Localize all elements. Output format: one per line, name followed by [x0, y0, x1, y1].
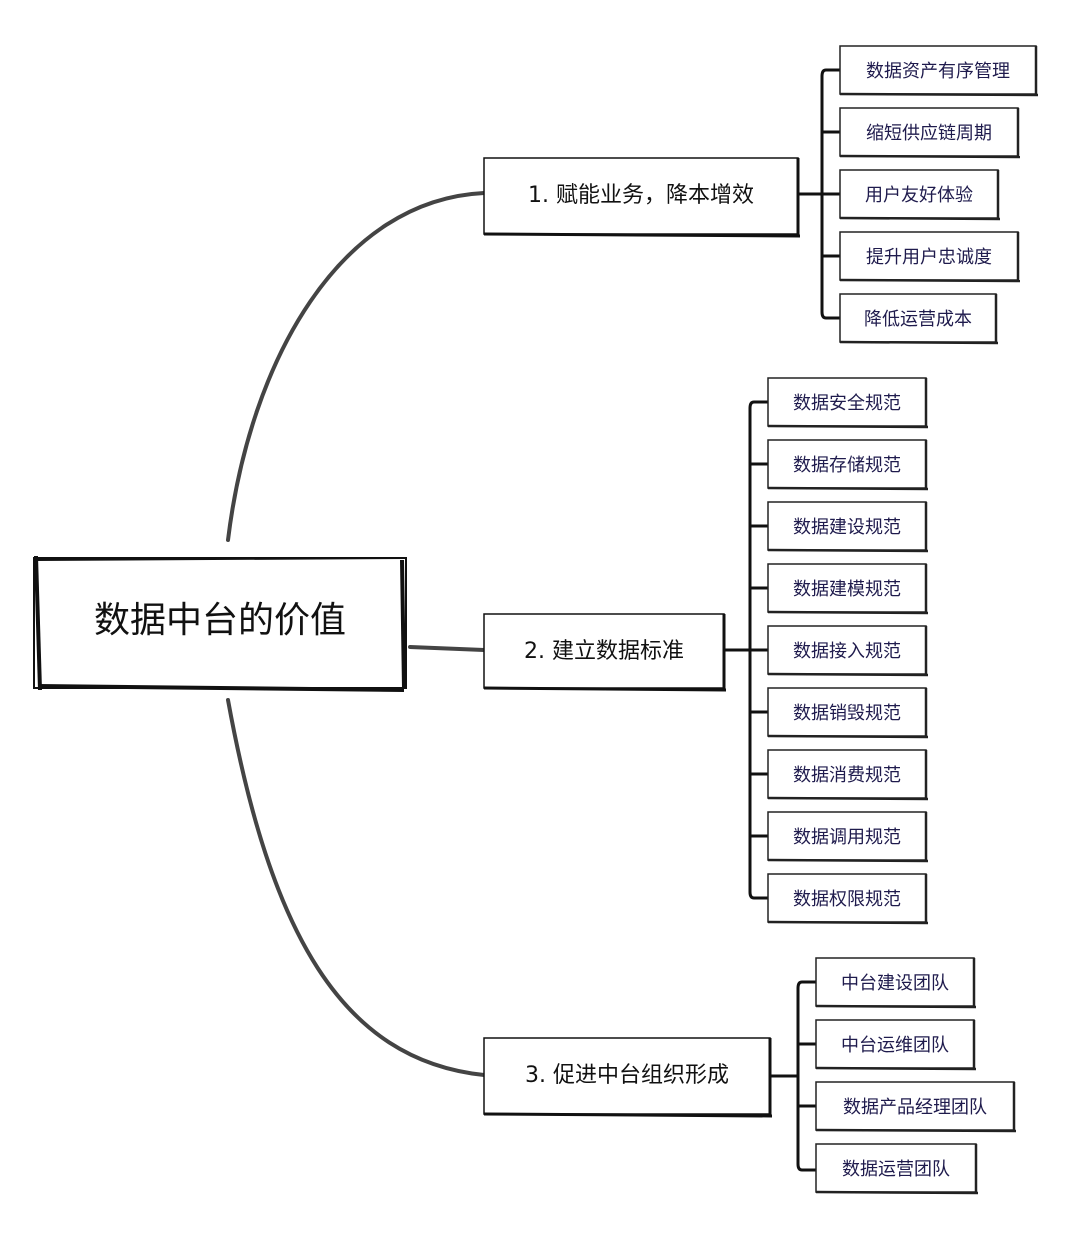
- branch-3-leaves: 中台建设团队 中台运维团队 数据产品经理团队 数据运营团队: [815, 957, 1017, 1195]
- leaf-label: 数据安全规范: [793, 393, 901, 414]
- leaf-node[interactable]: 数据调用规范: [767, 811, 929, 863]
- leaf-label: 数据产品经理团队: [843, 1097, 987, 1118]
- leaf-node[interactable]: 数据建模规范: [767, 563, 929, 615]
- connector-root-branch-2: [408, 645, 486, 652]
- leaf-node[interactable]: 缩短供应链周期: [839, 107, 1021, 159]
- leaf-label: 数据存储规范: [793, 455, 901, 476]
- leaf-label: 数据运营团队: [842, 1159, 950, 1180]
- leaf-node[interactable]: 数据接入规范: [767, 625, 929, 677]
- branch-1-label: 1. 赋能业务，降本增效: [528, 183, 754, 208]
- leaf-label: 数据建模规范: [793, 579, 901, 600]
- leaf-node[interactable]: 数据建设规范: [767, 501, 929, 553]
- branch-3-bracket: [770, 980, 816, 1172]
- leaf-node[interactable]: 数据产品经理团队: [815, 1081, 1017, 1133]
- connector-root-branch-1: [226, 191, 486, 542]
- leaf-node[interactable]: 数据消费规范: [767, 749, 929, 801]
- leaf-label: 数据接入规范: [793, 641, 901, 662]
- leaf-label: 数据资产有序管理: [866, 61, 1010, 82]
- branch-1-node[interactable]: 1. 赋能业务，降本增效: [483, 157, 801, 238]
- root-label: 数据中台的价值: [94, 600, 346, 641]
- leaf-label: 中台建设团队: [841, 973, 949, 994]
- leaf-node[interactable]: 中台建设团队: [815, 957, 977, 1009]
- leaf-label: 提升用户忠诚度: [866, 247, 992, 268]
- leaf-label: 数据建设规范: [793, 517, 901, 538]
- branch-2-label: 2. 建立数据标准: [524, 639, 684, 664]
- leaf-node[interactable]: 数据存储规范: [767, 439, 929, 491]
- leaf-node[interactable]: 降低运营成本: [839, 293, 999, 345]
- leaf-label: 数据销毁规范: [793, 703, 901, 724]
- leaf-label: 用户友好体验: [865, 185, 973, 206]
- leaf-node[interactable]: 数据资产有序管理: [839, 45, 1039, 97]
- branch-2-leaves: 数据安全规范 数据存储规范 数据建设规范 数据建模规范 数据接入规范: [767, 377, 929, 925]
- leaf-node[interactable]: 用户友好体验: [839, 169, 1001, 221]
- leaf-label: 缩短供应链周期: [866, 123, 992, 144]
- branch-3-label: 3. 促进中台组织形成: [525, 1063, 729, 1088]
- leaf-label: 降低运营成本: [864, 309, 972, 330]
- leaf-node[interactable]: 数据安全规范: [767, 377, 929, 429]
- branch-1-leaves: 数据资产有序管理 缩短供应链周期 用户友好体验 提升用户忠诚度 降低运营成本: [839, 45, 1039, 345]
- leaf-label: 数据消费规范: [793, 765, 901, 786]
- leaf-node[interactable]: 数据运营团队: [815, 1143, 979, 1195]
- branch-1-bracket: [798, 68, 840, 320]
- root-node[interactable]: 数据中台的价值: [33, 555, 407, 692]
- branch-2-node[interactable]: 2. 建立数据标准: [483, 613, 727, 692]
- leaf-label: 数据调用规范: [793, 827, 901, 848]
- leaf-node[interactable]: 数据销毁规范: [767, 687, 929, 739]
- branch-2-bracket: [724, 400, 768, 900]
- connector-root-branch-3: [226, 698, 486, 1077]
- leaf-label: 数据权限规范: [793, 889, 901, 910]
- leaf-node[interactable]: 提升用户忠诚度: [839, 231, 1021, 283]
- leaf-node[interactable]: 中台运维团队: [815, 1019, 977, 1071]
- leaf-label: 中台运维团队: [841, 1035, 949, 1056]
- branch-3-node[interactable]: 3. 促进中台组织形成: [483, 1037, 773, 1118]
- leaf-node[interactable]: 数据权限规范: [767, 873, 929, 925]
